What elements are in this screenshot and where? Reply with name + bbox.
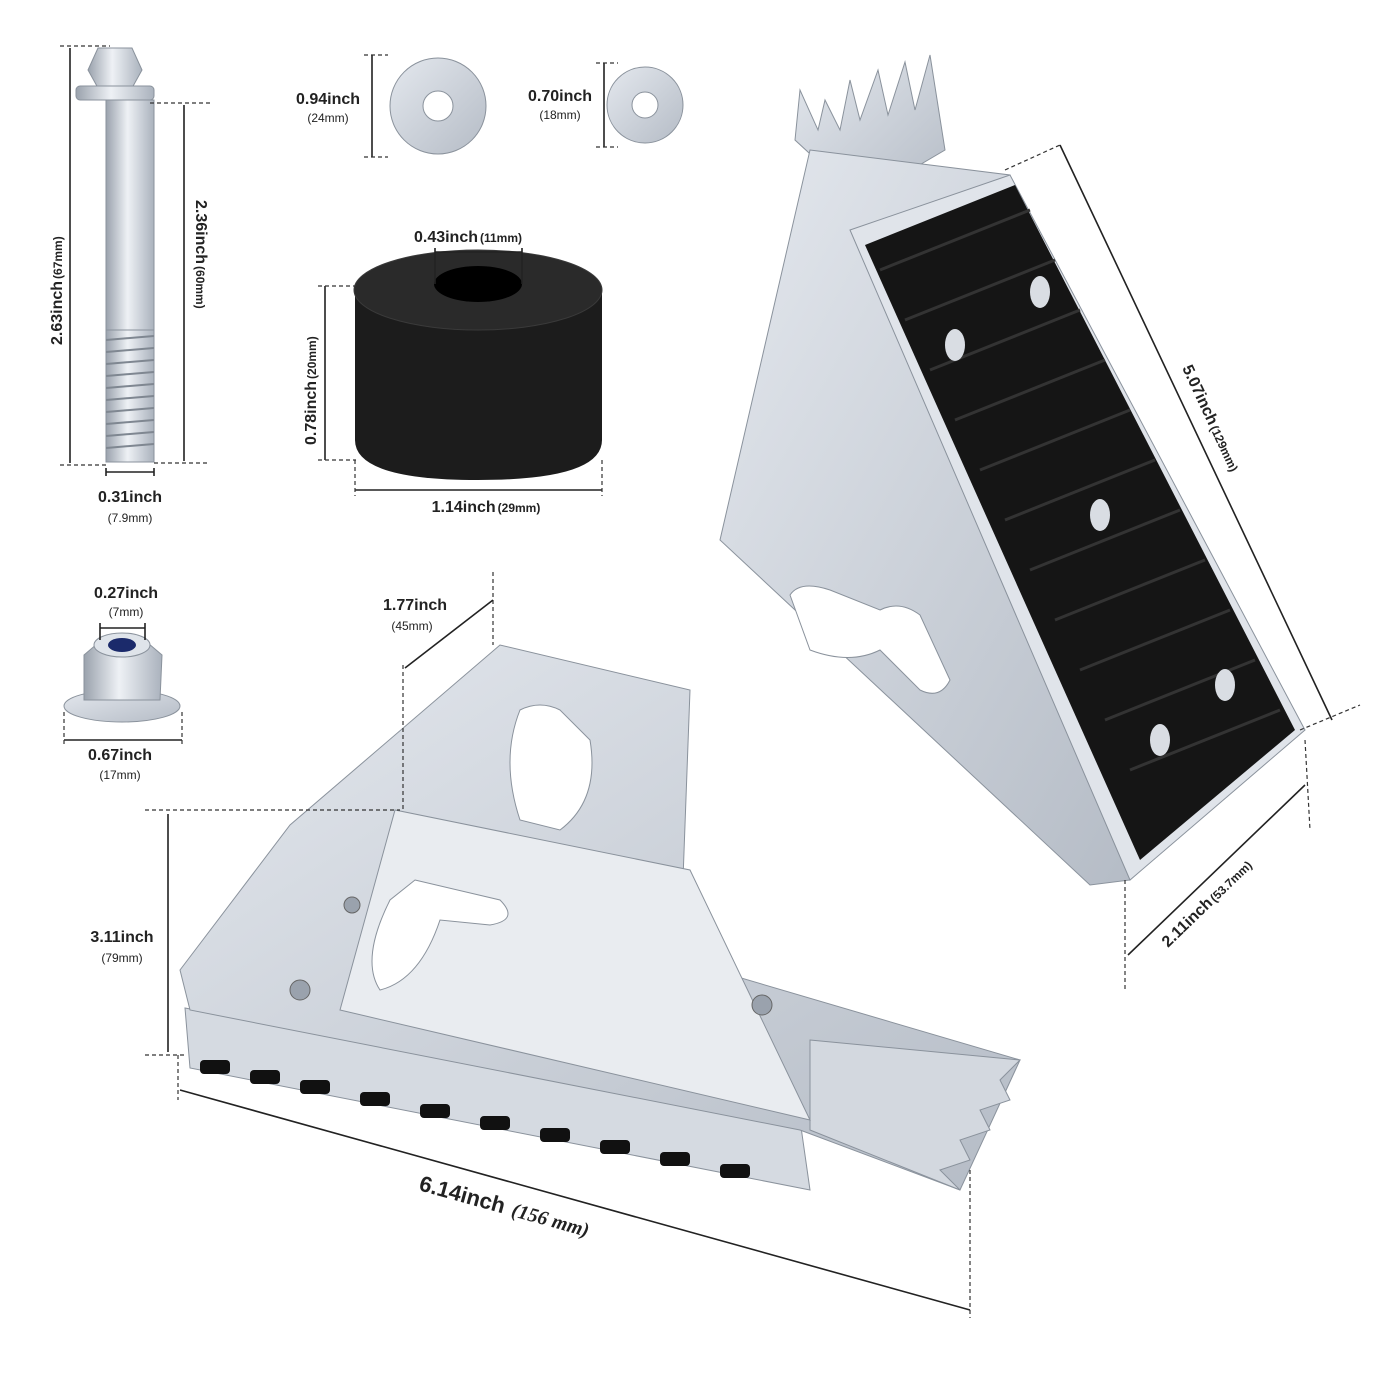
bolt-shank-label: 2.36inch(60mm) — [192, 200, 209, 309]
nut-width-mm: (17mm) — [99, 768, 140, 782]
nut-hole-label: 0.27inch — [94, 585, 158, 602]
rubber-spacer — [353, 249, 603, 480]
lock-nut — [63, 632, 181, 723]
bracket-width-label: 1.77inch — [383, 597, 447, 614]
washer-large-label: 0.94inch — [296, 91, 360, 108]
bolt — [75, 47, 155, 463]
spacer-height-label: 0.78inch(20mm) — [303, 336, 320, 445]
ladder-foot-upright — [719, 54, 1306, 886]
bracket-height-mm: (79mm) — [101, 951, 142, 965]
washer-small-label: 0.70inch — [528, 88, 592, 105]
bracket-width-mm: (45mm) — [391, 619, 432, 633]
washer-small-mm: (18mm) — [539, 108, 580, 122]
foot-length-label: 5.07inch(129mm) — [1178, 363, 1242, 475]
ladder-foot-lying — [179, 644, 1022, 1191]
bolt-diameter-mm: (7.9mm) — [108, 511, 153, 525]
spacer-width-label: 1.14inch(29mm) — [432, 499, 541, 516]
overall-length-label: 6.14inch(156 mm) — [417, 1171, 593, 1242]
nut-width-label: 0.67inch — [88, 747, 152, 764]
bolt-length-label: 2.63inch(67mm) — [49, 236, 66, 345]
spacer-hole-label: 0.43inch(11mm) — [414, 229, 522, 246]
nut-hole-mm: (7mm) — [109, 605, 144, 619]
washer-large-mm: (24mm) — [307, 111, 348, 125]
foot-pad-width-label: 2.11inch(53.7mm) — [1159, 857, 1256, 951]
washer-large — [389, 57, 487, 155]
bracket-height-label: 3.11inch — [90, 929, 153, 946]
bolt-diameter-label: 0.31inch — [98, 489, 162, 506]
washer-small — [606, 66, 684, 144]
